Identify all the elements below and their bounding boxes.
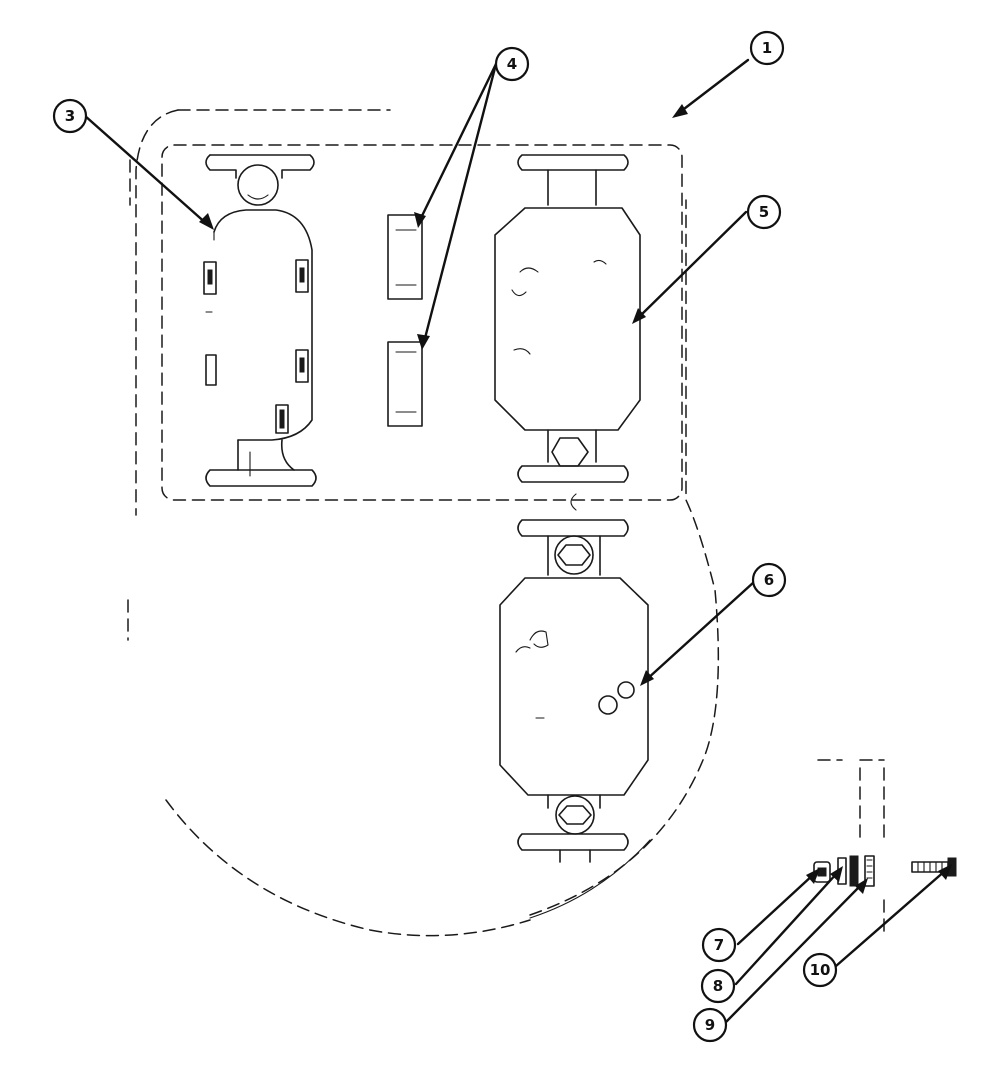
callout-9-label: 9	[705, 1016, 715, 1034]
callout-9: 9	[692, 1007, 728, 1043]
callout-4: 4	[494, 46, 530, 82]
callout-1-label: 1	[762, 39, 772, 57]
callout-4-label: 4	[507, 55, 517, 73]
leader-lines	[82, 58, 952, 1024]
callout-5: 5	[746, 194, 782, 230]
callout-10: 10	[802, 952, 838, 988]
mounting-clips	[387, 214, 423, 427]
callout-5-label: 5	[759, 203, 769, 221]
callout-7: 7	[701, 927, 737, 963]
callout-3-label: 3	[65, 107, 75, 125]
callout-7-label: 7	[714, 936, 724, 954]
callout-8: 8	[700, 968, 736, 1004]
callout-6-label: 6	[764, 571, 774, 589]
callout-8-label: 8	[713, 977, 723, 995]
housing-outline	[127, 109, 720, 937]
receptacle-left	[203, 154, 317, 487]
callout-1: 1	[749, 30, 785, 66]
receptacle-right	[494, 154, 641, 483]
callout-6: 6	[751, 562, 787, 598]
hardware-parts	[813, 759, 957, 933]
cover-plate-outline	[161, 144, 683, 501]
callout-3: 3	[52, 98, 88, 134]
callout-10-label: 10	[810, 961, 831, 979]
receptacle-lower	[499, 493, 649, 863]
